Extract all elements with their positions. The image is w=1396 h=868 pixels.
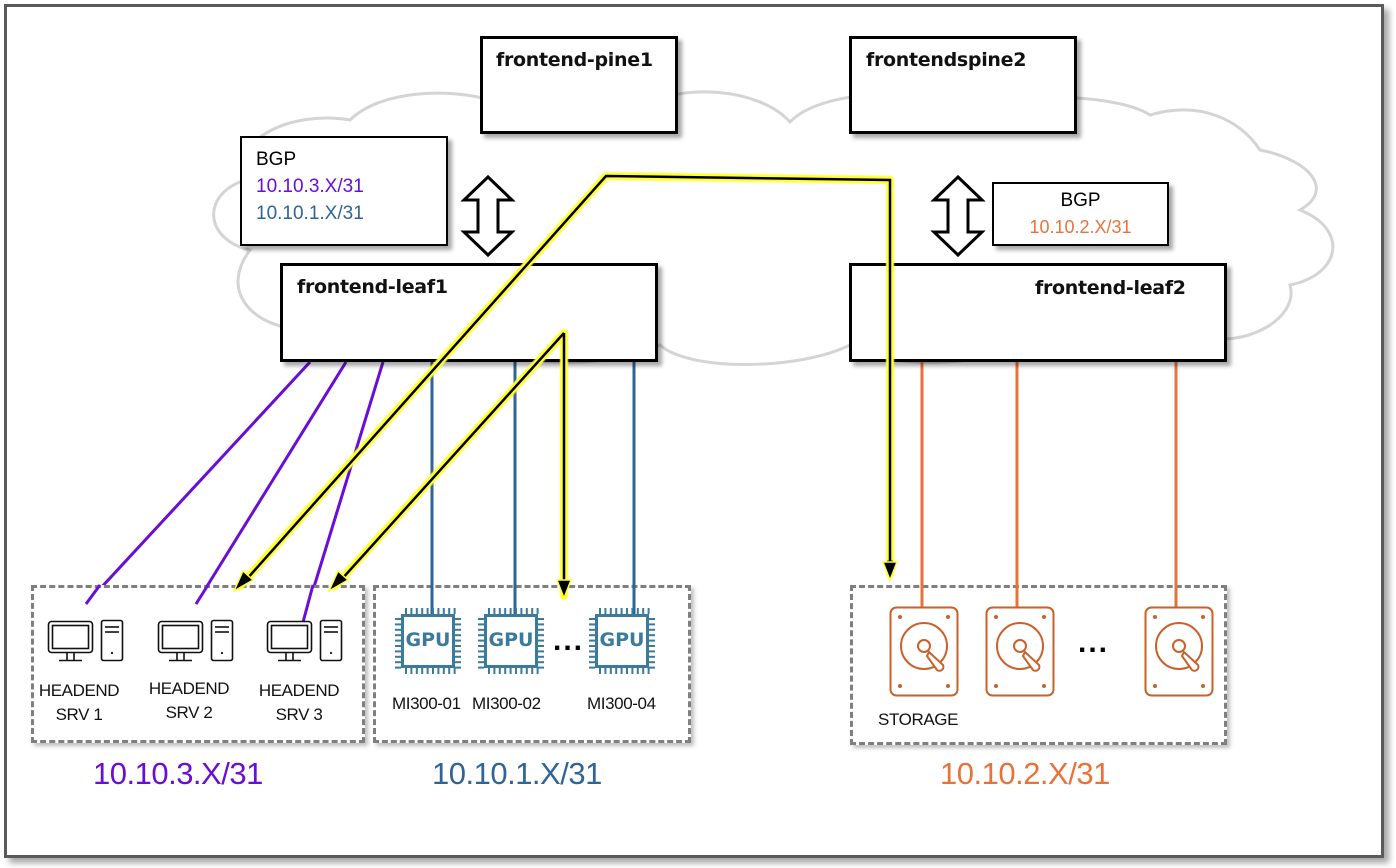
bgp-right-title: BGP: [1060, 190, 1101, 211]
storage-subnet: 10.10.2.X/31: [940, 756, 1110, 791]
gpu-label-3: MI300-04: [587, 694, 656, 713]
headend-server-label-1: HEADEND SRV 1: [38, 679, 120, 727]
storage-disk-1[interactable]: [889, 606, 961, 698]
spine-label-1: frontend-pine1: [496, 49, 653, 71]
leaf-label-1: frontend-leaf1: [297, 276, 448, 298]
bgp-left-route-1: 10.10.3.X/31: [256, 176, 364, 197]
hard-drive-icon: [985, 606, 1055, 697]
bgp-peering-arrow-right: [930, 174, 986, 258]
headend-server-3[interactable]: [266, 618, 346, 664]
bgp-left-route-2: 10.10.1.X/31: [256, 203, 364, 224]
gpu-label-2: MI300-02: [472, 694, 541, 713]
hard-drive-icon: [889, 606, 959, 697]
headend-server-name: HEADEND: [148, 679, 230, 698]
gpu-ellipsis: ...: [553, 624, 585, 657]
hard-drive-icon: [1144, 606, 1214, 697]
gpu-chip-icon: [395, 608, 461, 674]
headend-server-name: HEADEND: [258, 681, 340, 700]
spine-label-2: frontendspine2: [866, 49, 1027, 71]
blue-links: [430, 362, 636, 614]
gpu-1[interactable]: GPU: [392, 605, 464, 677]
headend-server-1[interactable]: [47, 618, 127, 664]
headend-server-number: SRV 2: [165, 703, 213, 722]
orange-links: [920, 362, 1178, 608]
bgp-peering-arrow-left: [460, 174, 516, 258]
gpu-chip-icon: [478, 608, 544, 674]
leaf-node-2[interactable]: frontend-leaf2: [849, 263, 1227, 362]
spine-node-2[interactable]: frontendspine2: [849, 36, 1077, 134]
headend-server-name: HEADEND: [38, 681, 120, 700]
bgp-right-route-1: 10.10.2.X/31: [1029, 217, 1132, 237]
storage-label: STORAGE: [878, 710, 959, 729]
spine-node-1[interactable]: frontend-pine1: [480, 36, 678, 134]
desktop-computer-icon: [47, 619, 124, 662]
headend-subnet: 10.10.3.X/31: [93, 756, 263, 791]
headend-server-label-3: HEADEND SRV 3: [258, 679, 340, 727]
gpu-label-1: MI300-01: [392, 694, 461, 713]
bgp-box-left: BGP 10.10.3.X/31 10.10.1.X/31: [240, 136, 448, 246]
bgp-left-title: BGP: [256, 149, 297, 170]
storage-disk-2[interactable]: [985, 606, 1057, 698]
leaf-node-1[interactable]: frontend-leaf1: [280, 263, 658, 362]
desktop-computer-icon: [157, 619, 234, 662]
headend-server-number: SRV 1: [55, 705, 103, 724]
gpu-chip-text: GPU: [599, 629, 645, 651]
headend-server-2[interactable]: [157, 618, 237, 664]
storage-disk-3[interactable]: [1144, 606, 1216, 698]
bgp-box-right: BGP 10.10.2.X/31: [992, 182, 1169, 246]
storage-ellipsis: ...: [1078, 626, 1110, 659]
gpu-3[interactable]: GPU: [586, 605, 658, 677]
headend-server-number: SRV 3: [275, 705, 323, 724]
leaf-label-2: frontend-leaf2: [1035, 277, 1186, 299]
gpu-chip-text: GPU: [405, 629, 451, 651]
gpu-chip-icon: [589, 608, 655, 674]
headend-server-label-2: HEADEND SRV 2: [148, 677, 230, 725]
desktop-computer-icon: [266, 619, 343, 662]
gpu-chip-text: GPU: [488, 629, 534, 651]
gpu-subnet: 10.10.1.X/31: [432, 756, 602, 791]
gpu-2[interactable]: GPU: [475, 605, 547, 677]
